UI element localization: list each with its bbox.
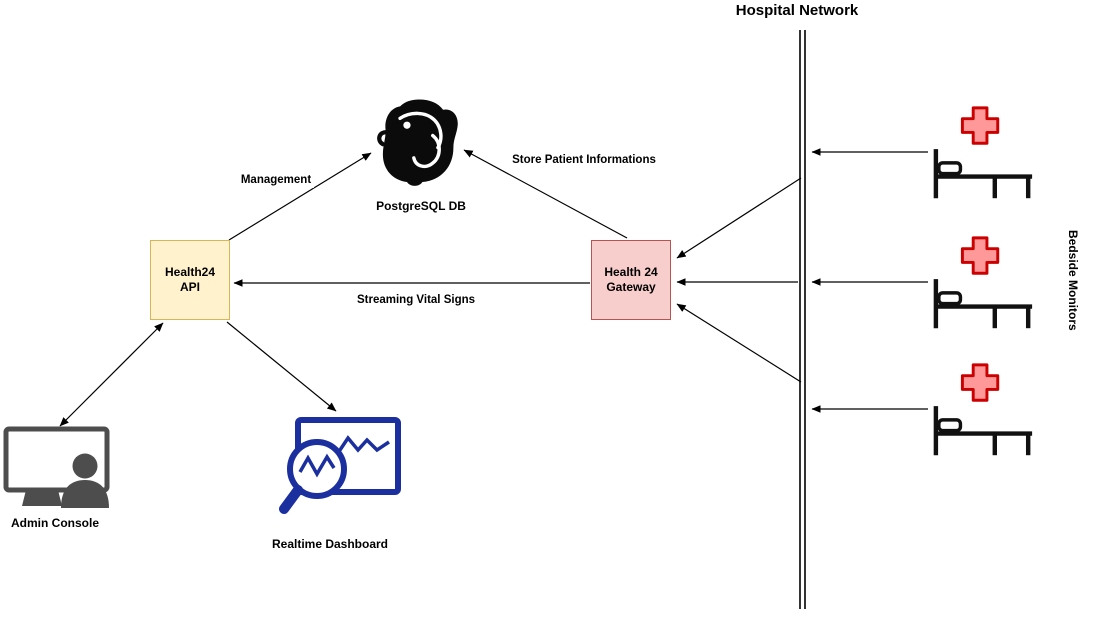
postgresql-db-label: PostgreSQL DB (373, 199, 469, 214)
edge-api-dashboard (226, 321, 337, 412)
edge-label-store-patient-informations: Store Patient Informations (509, 154, 659, 168)
edge-api-admin (59, 322, 164, 427)
bedside-monitors-label: Bedside Monitors (1066, 230, 1080, 331)
edge-network-gateway-top (676, 177, 802, 259)
node-health24-gateway-label-line2: Gateway (606, 280, 656, 294)
bedside-monitor-icon-2 (936, 238, 1032, 328)
edge-label-management: Management (237, 174, 315, 188)
admin-console-icon (3, 426, 110, 508)
postgresql-icon (377, 99, 458, 186)
edge-network-gateway-bottom (676, 303, 802, 383)
diagram-title: Hospital Network (735, 2, 859, 19)
node-health24-api-label-line2: API (179, 280, 200, 294)
realtime-dashboard-icon (279, 417, 401, 514)
node-health24-gateway: Health 24 Gateway (591, 240, 671, 320)
node-health24-gateway-label-line1: Health 24 (604, 265, 658, 279)
edge-label-streaming-vital-signs: Streaming Vital Signs (353, 294, 479, 308)
bedside-monitor-icon-3 (936, 365, 1032, 455)
edge-api-postgres (228, 152, 372, 241)
bedside-monitor-icon-1 (936, 108, 1032, 198)
node-health24-api: Health24 API (150, 240, 230, 320)
node-health24-api-label-line1: Health24 (164, 265, 216, 279)
realtime-dashboard-label: Realtime Dashboard (271, 537, 389, 551)
hospital-network-boundary (799, 30, 806, 609)
admin-console-label: Admin Console (10, 516, 100, 530)
edge-gateway-postgres (463, 149, 628, 239)
